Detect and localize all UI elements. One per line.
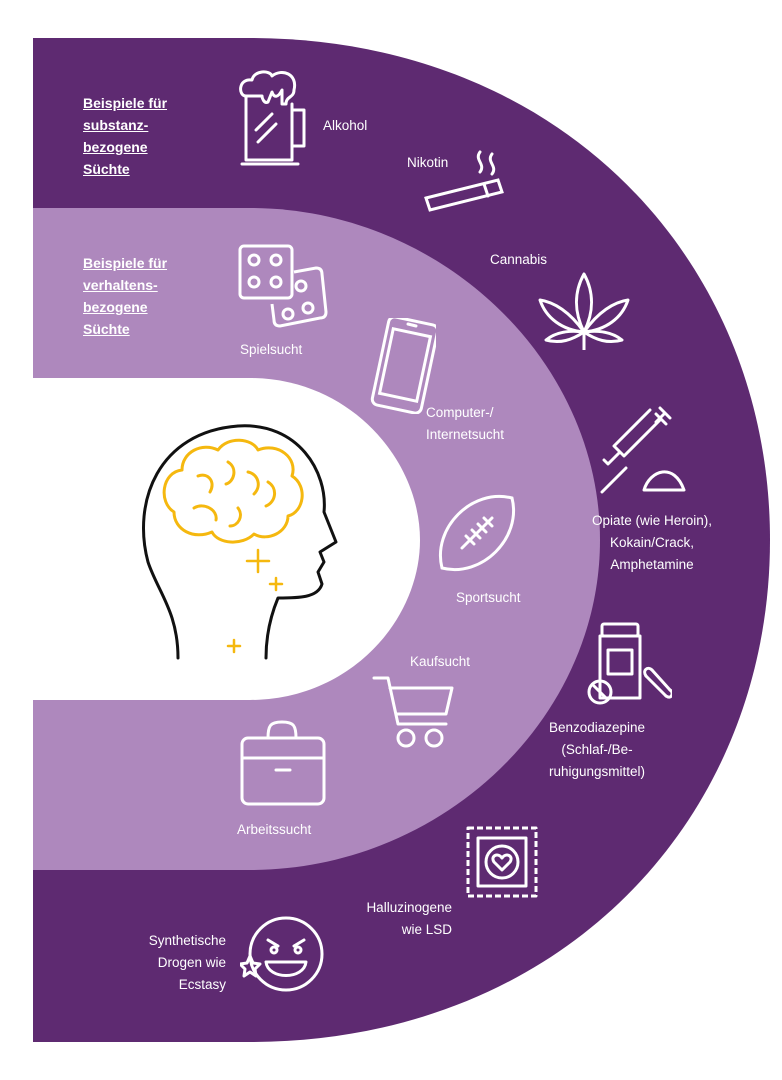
heading-line: bezogene	[83, 139, 148, 155]
label-opiates: Opiate (wie Heroin), Kokain/Crack, Amphe…	[582, 510, 722, 576]
label-line: Synthetische	[148, 933, 226, 948]
label-cannabis: Cannabis	[490, 252, 548, 267]
heading-line: Süchte	[83, 161, 130, 177]
label-hallucinogens: Halluzinogene wie LSD	[332, 897, 452, 941]
label-gambling: Spielsucht	[240, 342, 303, 357]
grinning-face-icon	[240, 914, 326, 1000]
label-line: Computer-/	[426, 405, 494, 420]
label-sport-addiction: Sportsucht	[456, 590, 521, 605]
heading-line: Beispiele für	[83, 255, 168, 271]
pill-bottle-icon	[586, 620, 672, 706]
smartphone-icon	[366, 318, 436, 414]
label-line: wie LSD	[401, 922, 452, 937]
cigarette-icon	[420, 148, 510, 216]
shopping-cart-icon	[372, 674, 458, 750]
label-line: Kokain/Crack,	[609, 535, 695, 550]
label-synthetic-drugs: Synthetische Drogen wie Ecstasy	[106, 930, 226, 996]
heading-line: substanz-	[83, 117, 149, 133]
label-line: Ecstasy	[178, 977, 226, 992]
label-line: Amphetamine	[610, 557, 694, 572]
label-line: Internetsucht	[426, 427, 505, 442]
behavior-heading: Beispiele für verhaltens- bezogene Sücht…	[83, 252, 167, 340]
heading-line: bezogene	[83, 299, 148, 315]
label-line: Opiate (wie Heroin),	[591, 513, 713, 528]
label-shopping-addiction: Kaufsucht	[410, 654, 471, 669]
lsd-stamp-icon	[462, 822, 542, 902]
dice-icon	[238, 244, 328, 330]
heading-line: verhaltens-	[83, 277, 158, 293]
label-work-addiction: Arbeitssucht	[237, 822, 312, 837]
substance-heading: Beispiele für substanz- bezogene Süchte	[83, 92, 167, 180]
label-line: Drogen wie	[157, 955, 226, 970]
heading-line: Süchte	[83, 321, 130, 337]
cannabis-leaf-icon	[538, 272, 630, 352]
beer-mug-icon	[238, 68, 318, 168]
label-internet-addiction: Computer-/ Internetsucht	[426, 402, 504, 446]
label-benzodiazepine: Benzodiazepine (Schlaf-/Be- ruhigungsmit…	[532, 717, 662, 783]
head-brain-icon	[138, 412, 348, 662]
label-line: Halluzinogene	[366, 900, 452, 915]
syringe-powder-icon	[600, 402, 686, 496]
label-alcohol: Alkohol	[323, 118, 368, 133]
football-icon	[432, 488, 522, 578]
briefcase-icon	[238, 718, 328, 810]
label-line: Benzodiazepine	[548, 720, 646, 735]
label-nicotine: Nikotin	[407, 155, 449, 170]
label-line: (Schlaf-/Be-	[561, 742, 633, 757]
heading-line: Beispiele für	[83, 95, 168, 111]
center-area	[33, 378, 420, 700]
label-line: ruhigungsmittel)	[548, 764, 646, 779]
